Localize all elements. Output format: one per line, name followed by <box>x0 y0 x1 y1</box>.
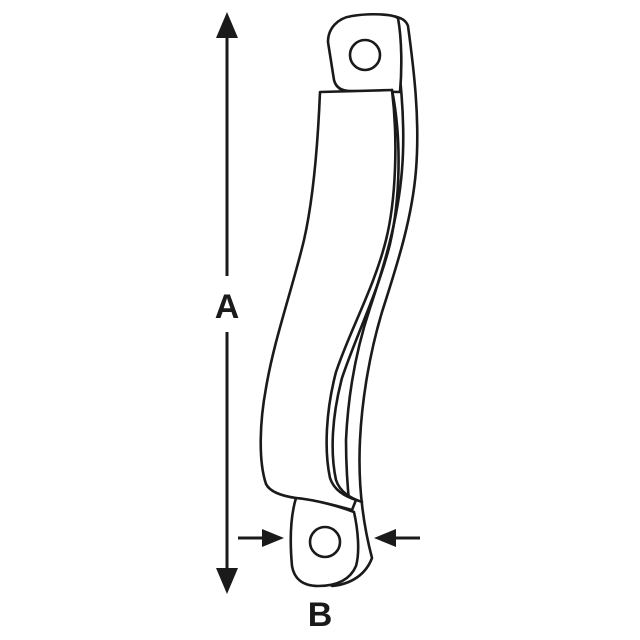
handle-grip-edge <box>331 88 400 504</box>
dimension-a-label: A <box>215 288 240 326</box>
dimension-b-label: B <box>308 596 333 634</box>
dimension-b-left-arrowhead <box>262 529 284 547</box>
bottom-mounting-hole <box>308 525 342 559</box>
strap-handle <box>259 12 419 588</box>
top-mounting-hole <box>348 38 382 72</box>
dimension-a-arrow <box>216 12 238 594</box>
dimension-b-right-arrowhead <box>374 529 396 547</box>
dimension-a-top-arrowhead <box>216 12 238 38</box>
dimension-a-bottom-arrowhead <box>216 568 238 594</box>
dimension-b-arrows <box>238 529 420 547</box>
